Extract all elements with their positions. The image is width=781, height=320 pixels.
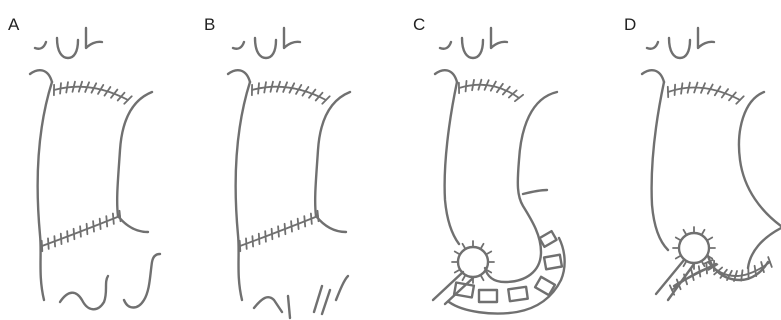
panel-a-drawing	[30, 28, 160, 309]
suture-tick	[503, 87, 510, 95]
suture-tick	[463, 244, 466, 249]
suture-tick	[455, 252, 460, 255]
panel-d: D	[624, 15, 781, 300]
suture-tick	[42, 241, 43, 251]
suture-tick	[675, 85, 676, 95]
panel-c: C	[413, 15, 565, 314]
suture-tick	[676, 256, 681, 259]
suture-tick	[486, 252, 491, 255]
suture-tick	[259, 234, 260, 244]
suture-tick	[707, 238, 712, 241]
suture-tick	[113, 214, 114, 224]
suture-tick	[120, 211, 121, 221]
suture-tick	[271, 82, 274, 92]
suture-tick	[60, 83, 61, 93]
suture-tick	[258, 83, 259, 93]
suture-tick	[681, 83, 682, 93]
suture-tick	[100, 219, 101, 229]
suture-tick	[481, 275, 484, 280]
suture-tick	[691, 270, 693, 280]
suture-tick	[729, 92, 736, 100]
suture-tick	[272, 229, 273, 239]
suture-tick	[466, 81, 467, 92]
suture-tick	[684, 230, 687, 235]
suture-tick	[304, 216, 305, 226]
suture-tick	[285, 224, 286, 234]
suture-tick	[73, 82, 76, 92]
panel-a: A	[8, 15, 160, 309]
panel-label-d: D	[624, 15, 636, 34]
suture-tick	[54, 236, 55, 246]
suture-tick	[74, 229, 75, 239]
suture-tick	[736, 96, 743, 103]
suture-tick	[676, 238, 681, 241]
suture-tick	[706, 263, 707, 273]
panel-label-c: C	[413, 15, 425, 34]
panel-c-haustra	[454, 231, 562, 302]
panel-label-a: A	[8, 15, 20, 34]
panel-b: B	[204, 15, 350, 318]
suture-tick	[252, 236, 253, 246]
suture-tick	[481, 244, 484, 249]
suture-tick	[118, 93, 125, 101]
suture-tick	[702, 230, 705, 235]
panel-b-drawing	[228, 28, 350, 318]
panel-label-b: B	[204, 15, 215, 34]
panel-d-drawing	[642, 28, 781, 300]
suture-tick	[455, 270, 460, 273]
suture-tick	[298, 219, 299, 229]
suture-tick	[106, 216, 107, 226]
suture-line	[668, 88, 740, 101]
panel-c-drawing	[433, 28, 565, 314]
suture-tick	[699, 266, 701, 276]
panel-d-sutures	[668, 83, 772, 295]
suture-tick	[240, 241, 241, 251]
suture-tick	[265, 231, 266, 242]
suture-tick	[124, 96, 131, 103]
suture-tick	[264, 82, 266, 92]
suture-tick	[67, 231, 68, 242]
suture-tick	[48, 238, 49, 249]
suture-tick	[246, 238, 247, 249]
suture-tick	[61, 234, 62, 244]
suture-tick	[66, 82, 68, 92]
suture-tick	[316, 93, 323, 101]
suture-tick	[472, 80, 474, 90]
suture-tick	[291, 221, 292, 231]
suture-tick	[278, 226, 279, 236]
suture-tick	[87, 224, 88, 234]
suture-tick	[93, 221, 94, 231]
suture-tick	[318, 211, 319, 221]
suture-tick	[311, 214, 312, 224]
suture-tick	[322, 96, 329, 103]
suture-tick	[463, 275, 466, 280]
suture-tick	[688, 83, 690, 93]
suture-tick	[80, 226, 81, 236]
